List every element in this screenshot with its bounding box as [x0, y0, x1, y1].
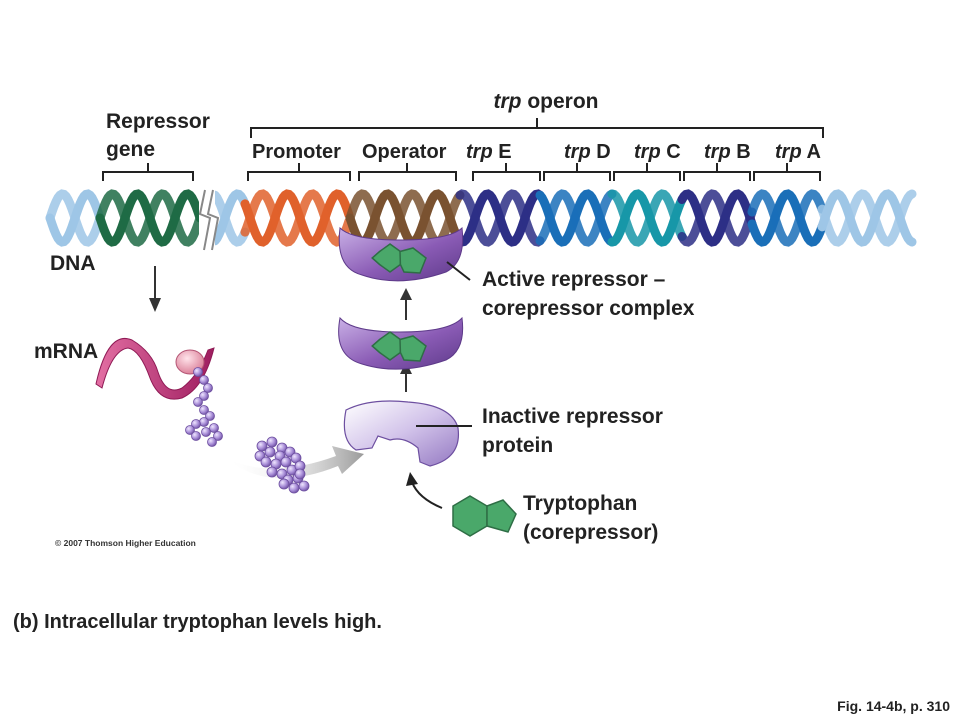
tryptophan-label-line2: (corepressor)	[523, 521, 658, 544]
amino-acid-bead	[199, 375, 209, 385]
dna-strand-segment	[607, 189, 687, 247]
tryptophan-binding-arrow	[406, 472, 443, 509]
dna-strand-segment	[455, 189, 545, 247]
operator-label: Operator	[362, 141, 447, 163]
amino-acid-bead	[203, 383, 213, 393]
amino-acid-bead	[207, 437, 217, 447]
trp-c-label: trp C	[634, 141, 681, 163]
region-brackets	[102, 163, 821, 181]
transcription-arrow	[149, 266, 161, 312]
amino-acid-bead	[199, 405, 209, 415]
figure-caption: (b) Intracellular tryptophan levels high…	[13, 611, 382, 633]
dna-break-mark	[198, 189, 220, 251]
operator-bracket	[358, 163, 457, 181]
cluster-bead	[288, 482, 300, 494]
promoter-bracket	[247, 163, 351, 181]
active-repressor-with-corepressor	[338, 316, 464, 370]
trp-a-label: trp A	[775, 141, 821, 163]
cluster-bead	[264, 446, 276, 458]
mrna-strand	[95, 338, 215, 400]
trp-d-label: trp D	[564, 141, 611, 163]
dna-strand-segment	[677, 189, 757, 247]
operon-title-rest: operon	[522, 90, 599, 113]
active-complex-label-line2: corepressor complex	[482, 297, 695, 320]
inactive-repressor-label-line1: Inactive repressor	[482, 405, 663, 428]
promoter-label: Promoter	[252, 141, 341, 163]
dna-strand-segment	[747, 189, 827, 247]
active-complex-label-line1: Active repressor –	[482, 268, 666, 291]
amino-acid-bead	[185, 425, 195, 435]
dna-strand-segment	[45, 189, 105, 247]
active-complex-leader-line	[446, 261, 471, 281]
operon-title-italic: trp	[494, 90, 522, 113]
copyright-notice: © 2007 Thomson Higher Education	[55, 538, 196, 548]
cluster-bead	[298, 480, 310, 492]
amino-acid-bead	[205, 411, 215, 421]
inactive-repressor-label-line2: protein	[482, 434, 553, 457]
amino-acid-bead	[193, 367, 203, 377]
dna-strand-segment	[210, 190, 250, 247]
dna-strand-segment	[95, 189, 205, 247]
tryptophan-label-line1: Tryptophan	[523, 492, 637, 515]
operon-title: trp operon	[494, 90, 599, 113]
amino-acid-bead	[191, 431, 201, 441]
polypeptide-chain	[185, 367, 223, 447]
cluster-bead	[294, 468, 306, 480]
amino-acid-bead	[191, 419, 201, 429]
operon-bracket	[250, 118, 824, 138]
dna-strand-segment	[677, 189, 757, 247]
figure-reference: Fig. 14-4b, p. 310	[837, 698, 950, 714]
dna-double-helix	[45, 189, 917, 247]
folding-swoosh-arrow	[226, 446, 364, 479]
trp-a-bracket	[753, 163, 821, 181]
dna-strand-segment	[817, 189, 917, 247]
inactive-repressor-protein	[343, 400, 460, 467]
trp-b-label: trp B	[704, 141, 751, 163]
trp-e-bracket	[472, 163, 541, 181]
cluster-bead	[266, 466, 278, 478]
dna-label: DNA	[50, 252, 96, 275]
repressor-gene-bracket	[102, 163, 194, 181]
dna-strand-segment	[747, 189, 827, 247]
cluster-bead	[260, 456, 272, 468]
amino-acid-bead	[193, 397, 203, 407]
folded-polypeptide-cluster	[254, 436, 310, 494]
dna-strand-segment	[817, 189, 917, 247]
trp-c-bracket	[613, 163, 681, 181]
bound-active-repressor	[338, 226, 464, 282]
free-tryptophan-molecule	[452, 495, 517, 537]
amino-acid-bead	[209, 423, 219, 433]
amino-acid-bead	[199, 391, 209, 401]
amino-acid-bead	[201, 427, 211, 437]
cluster-bead	[278, 478, 290, 490]
cluster-bead	[266, 436, 278, 448]
repressor-gene-label-line1: Repressor	[106, 110, 210, 133]
amino-acid-bead	[213, 431, 223, 441]
dna-strand-segment	[210, 189, 250, 246]
dna-strand-segment	[345, 189, 465, 247]
amino-acid-bead	[199, 417, 209, 427]
trp-e-label: trp E	[466, 141, 512, 163]
trp-d-bracket	[543, 163, 611, 181]
dna-strand-segment	[535, 189, 617, 247]
mrna-label: mRNA	[34, 340, 98, 363]
cluster-bead	[280, 456, 292, 468]
dna-strand-segment	[240, 189, 354, 247]
dna-strand-segment	[240, 189, 354, 247]
trp-b-bracket	[683, 163, 751, 181]
repressor-gene-label-line2: gene	[106, 138, 155, 161]
